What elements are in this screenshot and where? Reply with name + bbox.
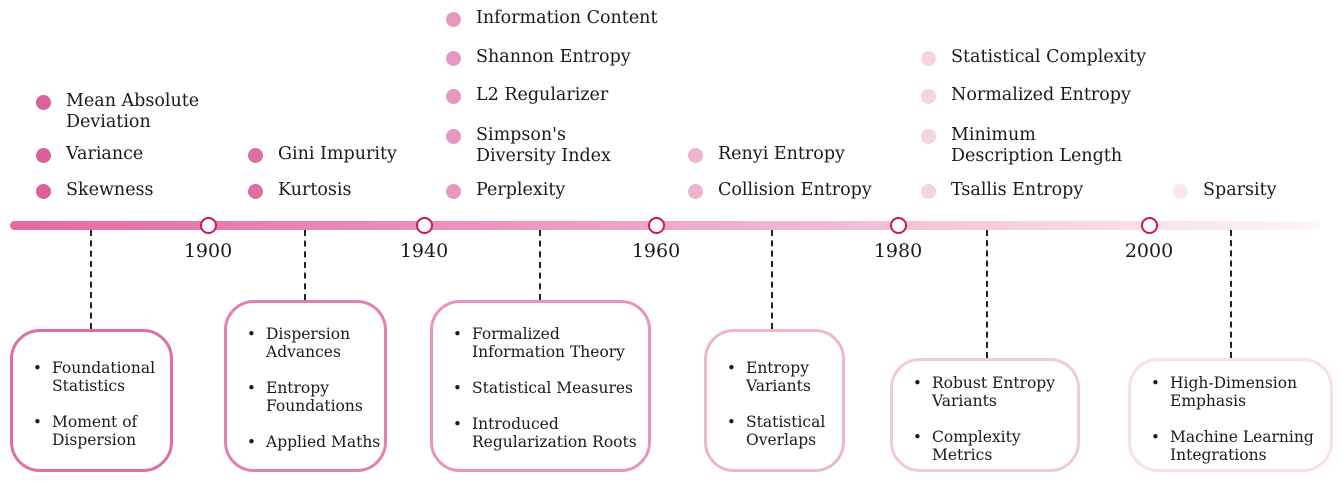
timeline-item-label: Statistical Complexity <box>951 47 1147 67</box>
year-label: 1900 <box>183 240 233 262</box>
era-point: Moment of Dispersion <box>32 413 155 449</box>
bullet-dot-icon <box>248 184 263 199</box>
timeline-item: Perplexity <box>446 180 566 201</box>
era-points: High-Dimension EmphasisMachine Learning … <box>1150 374 1314 464</box>
bullet-dot-icon <box>446 12 461 27</box>
timeline-item-label: Minimum Description Length <box>951 125 1123 166</box>
dashed-connector <box>539 230 541 300</box>
era-summary-box: Entropy VariantsStatistical Overlaps <box>704 329 845 472</box>
bullet-dot-icon <box>248 148 263 163</box>
timeline-item: Variance <box>36 144 144 165</box>
era-points: Formalized Information TheoryStatistical… <box>452 325 637 451</box>
timeline-item-label: Variance <box>66 144 144 164</box>
bullet-dot-icon <box>1173 184 1188 199</box>
timeline-item: Gini Impurity <box>248 144 397 165</box>
timeline-item: Skewness <box>36 180 154 201</box>
timeline-item: Simpson's Diversity Index <box>446 125 611 167</box>
era-points: Robust Entropy VariantsComplexity Metric… <box>912 374 1055 464</box>
bullet-dot-icon <box>446 129 461 144</box>
era-point: Statistical Overlaps <box>726 413 825 449</box>
dashed-connector <box>304 230 306 300</box>
timeline-item-label: Kurtosis <box>278 180 352 200</box>
era-summary-box: High-Dimension EmphasisMachine Learning … <box>1128 358 1333 472</box>
bullet-dot-icon <box>921 184 936 199</box>
bullet-dot-icon <box>446 89 461 104</box>
era-point: Machine Learning Integrations <box>1150 428 1314 464</box>
era-point: Entropy Foundations <box>246 379 380 415</box>
era-point: Dispersion Advances <box>246 325 380 361</box>
year-marker-1900 <box>200 217 217 234</box>
timeline-item: L2 Regularizer <box>446 85 609 106</box>
timeline-item: Information Content <box>446 8 658 29</box>
year-label: 1940 <box>399 240 449 262</box>
timeline-item: Minimum Description Length <box>921 125 1123 167</box>
timeline-item-label: Simpson's Diversity Index <box>476 125 611 166</box>
era-point: Applied Maths <box>246 433 380 451</box>
timeline-item: Statistical Complexity <box>921 47 1147 68</box>
timeline-item: Sparsity <box>1173 180 1277 201</box>
bullet-dot-icon <box>446 184 461 199</box>
timeline-item-label: Perplexity <box>476 180 566 200</box>
era-points: Entropy VariantsStatistical Overlaps <box>726 359 825 449</box>
year-label: 2000 <box>1124 240 1174 262</box>
bullet-dot-icon <box>688 184 703 199</box>
timeline-item-label: Renyi Entropy <box>718 144 845 164</box>
year-label: 1960 <box>631 240 681 262</box>
bullet-dot-icon <box>36 184 51 199</box>
year-marker-2000 <box>1141 217 1158 234</box>
era-summary-box: Robust Entropy VariantsComplexity Metric… <box>890 358 1080 472</box>
timeline-item: Kurtosis <box>248 180 352 201</box>
timeline-item: Collision Entropy <box>688 180 872 201</box>
era-point: Formalized Information Theory <box>452 325 637 361</box>
timeline-item-label: Shannon Entropy <box>476 47 631 67</box>
bullet-dot-icon <box>36 95 51 110</box>
year-marker-1960 <box>648 217 665 234</box>
year-label: 1980 <box>873 240 923 262</box>
bullet-dot-icon <box>921 51 936 66</box>
dashed-connector <box>771 230 773 329</box>
bullet-dot-icon <box>688 148 703 163</box>
bullet-dot-icon <box>446 51 461 66</box>
timeline-item-label: Mean Absolute Deviation <box>66 91 200 132</box>
bullet-dot-icon <box>921 129 936 144</box>
timeline-item: Shannon Entropy <box>446 47 631 68</box>
timeline-item-label: Tsallis Entropy <box>951 180 1084 200</box>
timeline-item-label: Collision Entropy <box>718 180 872 200</box>
bullet-dot-icon <box>921 89 936 104</box>
timeline-item-label: Information Content <box>476 8 658 28</box>
era-point: Foundational Statistics <box>32 359 155 395</box>
timeline-item-label: Sparsity <box>1203 180 1277 200</box>
era-point: Entropy Variants <box>726 359 825 395</box>
dashed-connector <box>986 230 988 358</box>
dashed-connector <box>1230 230 1232 358</box>
year-marker-1980 <box>890 217 907 234</box>
timeline-item-label: Normalized Entropy <box>951 85 1131 105</box>
timeline-item: Mean Absolute Deviation <box>36 91 200 133</box>
era-points: Foundational StatisticsMoment of Dispers… <box>32 359 155 449</box>
timeline-item-label: L2 Regularizer <box>476 85 609 105</box>
era-point: Introduced Regularization Roots <box>452 415 637 451</box>
timeline-item-label: Skewness <box>66 180 154 200</box>
era-point: Statistical Measures <box>452 379 637 397</box>
year-marker-1940 <box>416 217 433 234</box>
timeline-item: Renyi Entropy <box>688 144 845 165</box>
dashed-connector <box>90 230 92 329</box>
timeline-item-label: Gini Impurity <box>278 144 397 164</box>
timeline-item: Tsallis Entropy <box>921 180 1084 201</box>
era-point: Complexity Metrics <box>912 428 1055 464</box>
era-summary-box: Formalized Information TheoryStatistical… <box>430 300 651 472</box>
era-points: Dispersion AdvancesEntropy FoundationsAp… <box>246 325 380 451</box>
era-summary-box: Foundational StatisticsMoment of Dispers… <box>10 329 173 472</box>
bullet-dot-icon <box>36 148 51 163</box>
era-summary-box: Dispersion AdvancesEntropy FoundationsAp… <box>224 300 387 472</box>
timeline-axis <box>10 221 1320 230</box>
timeline-item: Normalized Entropy <box>921 85 1131 106</box>
era-point: Robust Entropy Variants <box>912 374 1055 410</box>
era-point: High-Dimension Emphasis <box>1150 374 1314 410</box>
